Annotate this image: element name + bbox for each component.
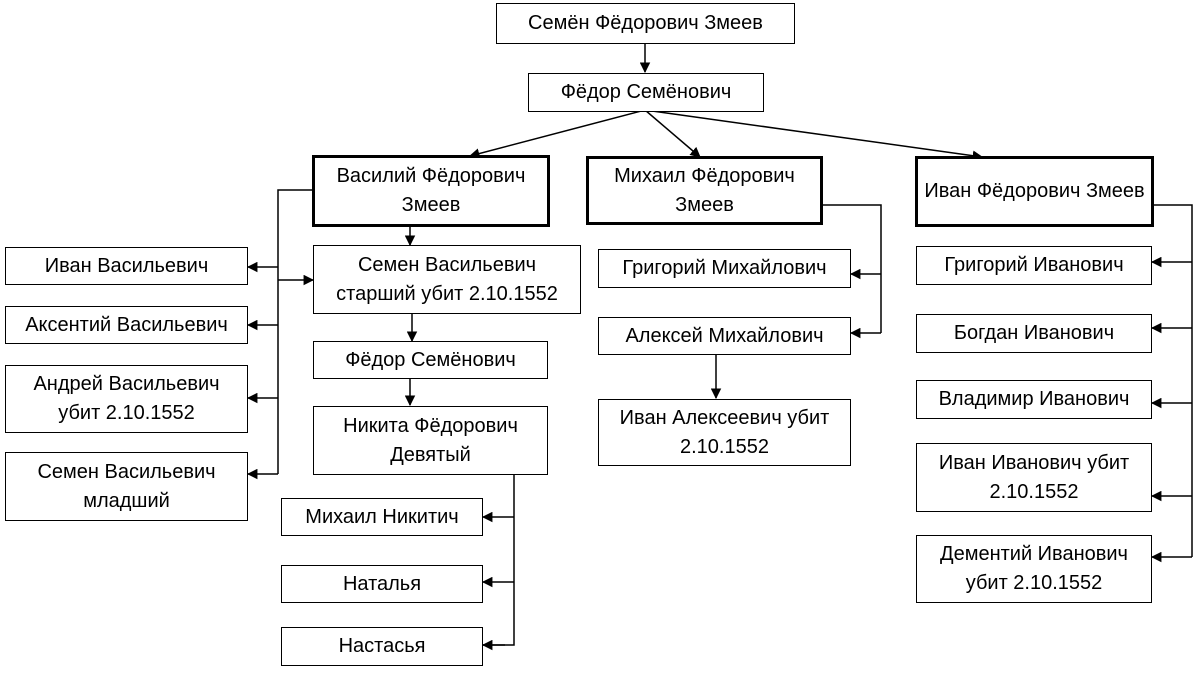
node-mikhail: Михаил Фёдорович Змеев: [586, 156, 823, 225]
node-vasily: Василий Фёдорович Змеев: [312, 155, 550, 227]
connector-line: [468, 109, 646, 159]
node-aksenty: Аксентий Васильевич: [5, 306, 248, 344]
node-mikhail-nikitich: Михаил Никитич: [281, 498, 483, 536]
node-bogdan: Богдан Иванович: [916, 314, 1152, 353]
node-natalya: Наталья: [281, 565, 483, 603]
node-ivan-fyodorovich: Иван Фёдорович Змеев: [915, 156, 1154, 227]
connector-line: [823, 204, 882, 333]
node-fyodor-semyonovich-top: Фёдор Семёнович: [528, 73, 764, 112]
node-grigory-ivanovich: Григорий Иванович: [916, 246, 1152, 285]
node-grigory-mikhailovich: Григорий Михайлович: [598, 249, 851, 288]
node-semen-starshy: Семен Васильевич старший убит 2.10.1552: [313, 245, 581, 314]
node-andrey: Андрей Васильевич убит 2.10.1552: [5, 365, 248, 433]
node-semen-mladshy: Семен Васильевич младший: [5, 452, 248, 521]
node-semyon-fyodorovich: Семён Фёдорович Змеев: [496, 3, 795, 44]
connector-line: [1154, 204, 1193, 557]
node-ivan-ivanovich: Иван Иванович убит 2.10.1552: [916, 443, 1152, 512]
node-aleksey-mikhailovich: Алексей Михайлович: [598, 317, 851, 355]
connector-line: [644, 109, 984, 161]
node-ivan-alekseevich: Иван Алексеевич убит 2.10.1552: [598, 399, 851, 466]
node-fyodor-semyonovich: Фёдор Семёнович: [313, 341, 548, 379]
node-vladimir: Владимир Иванович: [916, 380, 1152, 419]
connector-line: [483, 474, 515, 646]
connector-line: [277, 189, 313, 474]
node-nastasya: Настасья: [281, 627, 483, 666]
connector-line: [644, 109, 701, 158]
node-nikita: Никита Фёдорович Девятый: [313, 406, 548, 475]
node-ivan-vasilievich: Иван Васильевич: [5, 247, 248, 285]
node-dementy: Дементий Иванович убит 2.10.1552: [916, 535, 1152, 603]
